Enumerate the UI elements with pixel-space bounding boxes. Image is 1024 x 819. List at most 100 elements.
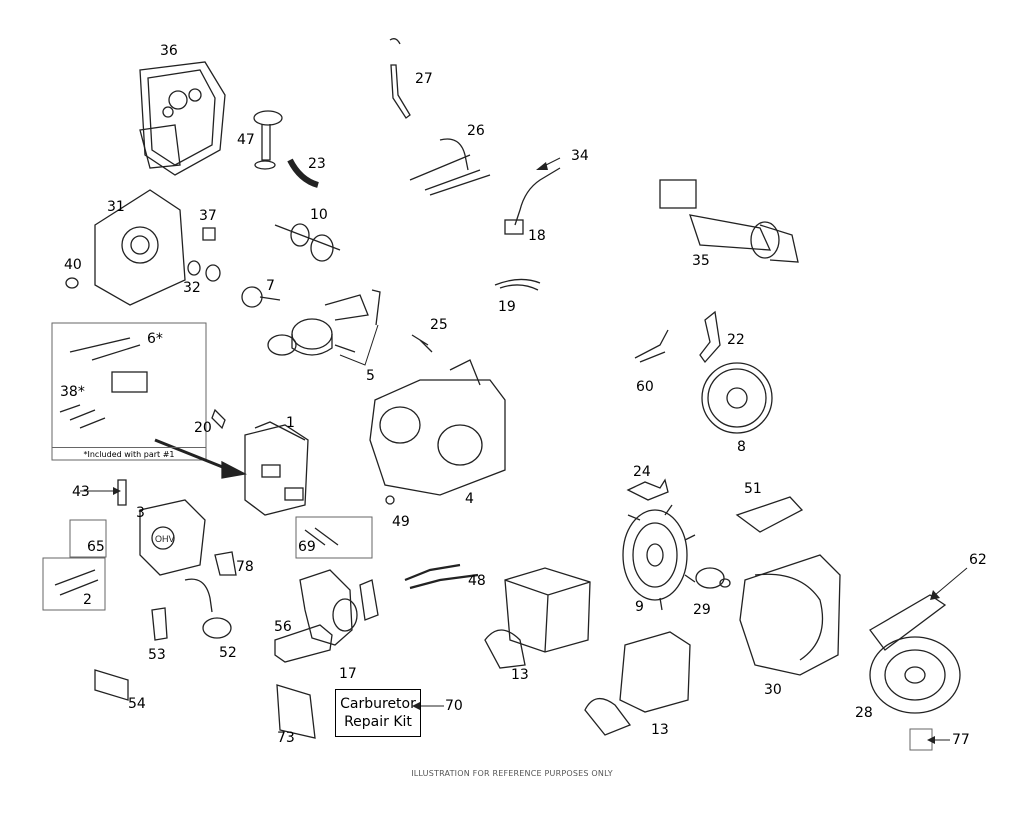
callout-32: 32 bbox=[183, 280, 201, 296]
included-with-part-note: *Included with part #1 bbox=[52, 447, 206, 461]
callout-65: 65 bbox=[87, 539, 105, 555]
bracket-part-24 bbox=[626, 478, 669, 501]
gasket-part-3 bbox=[139, 499, 206, 576]
callout-29: 29 bbox=[693, 602, 711, 618]
callout-10: 10 bbox=[310, 207, 328, 223]
repair-kit-line-1: Carburetor bbox=[340, 696, 416, 712]
callout-24: 24 bbox=[633, 464, 651, 480]
nut-part-49 bbox=[385, 495, 395, 505]
callout-19: 19 bbox=[498, 299, 516, 315]
fan-part-9 bbox=[622, 504, 696, 611]
ignition-part-18 bbox=[504, 167, 561, 235]
valve-parts-part-6 bbox=[59, 337, 148, 429]
starter-part-35 bbox=[659, 179, 799, 263]
engine-block-part-4 bbox=[369, 359, 506, 496]
switch-part-53 bbox=[151, 607, 168, 641]
callout-37: 37 bbox=[199, 208, 217, 224]
ohv-label: OHV bbox=[155, 534, 175, 544]
gear-part-7 bbox=[241, 286, 281, 308]
bracket-part-56 bbox=[274, 624, 333, 663]
callout-25: 25 bbox=[430, 317, 448, 333]
breather-part-52 bbox=[184, 578, 232, 639]
muffler-part-13-upper bbox=[484, 567, 591, 669]
wires-part-60 bbox=[634, 329, 669, 363]
callout-8: 8 bbox=[737, 439, 746, 455]
carburetor-part-17 bbox=[299, 569, 379, 646]
part-78 bbox=[214, 551, 237, 576]
callout-52: 52 bbox=[219, 645, 237, 661]
callout-62: 62 bbox=[969, 552, 987, 568]
repair-kit-line-2: Repair Kit bbox=[344, 714, 412, 730]
spark-plug-part-20 bbox=[211, 408, 226, 430]
part-25 bbox=[411, 334, 433, 353]
carburetor-repair-kit-box: Carburetor Repair Kit bbox=[335, 689, 421, 737]
callout-73: 73 bbox=[277, 730, 295, 746]
callout-60: 60 bbox=[636, 379, 654, 395]
part-box-69 bbox=[295, 516, 373, 559]
muffler-part-13-lower bbox=[584, 631, 691, 736]
callout-22: 22 bbox=[727, 332, 745, 348]
hose-part-23 bbox=[287, 158, 319, 188]
callout-43: 43 bbox=[72, 484, 90, 500]
callout-31: 31 bbox=[107, 199, 125, 215]
callout-1: 1 bbox=[286, 415, 295, 431]
callout-13-lower: 13 bbox=[651, 722, 669, 738]
callout-53: 53 bbox=[148, 647, 166, 663]
callout-38: 38* bbox=[60, 384, 85, 400]
callout-23: 23 bbox=[308, 156, 326, 172]
sensor-part-37 bbox=[202, 227, 216, 241]
callout-17: 17 bbox=[339, 666, 357, 682]
plug-part-40 bbox=[65, 277, 79, 289]
callout-9: 9 bbox=[635, 599, 644, 615]
part-box-2 bbox=[42, 557, 106, 611]
wires-part-19 bbox=[494, 278, 541, 291]
callout-5: 5 bbox=[366, 368, 375, 384]
callout-54: 54 bbox=[128, 696, 146, 712]
reference-disclaimer: ILLUSTRATION FOR REFERENCE PURPOSES ONLY bbox=[411, 769, 613, 778]
included-arrow bbox=[154, 438, 231, 472]
callout-49: 49 bbox=[392, 514, 410, 530]
flywheel-part-8 bbox=[701, 362, 773, 434]
callout-2: 2 bbox=[83, 592, 92, 608]
part-43 bbox=[117, 479, 127, 506]
handle-part-62 bbox=[869, 594, 947, 651]
bearing-part-32 bbox=[187, 260, 221, 282]
valve-kit-box bbox=[51, 322, 207, 461]
part-73 bbox=[276, 684, 316, 739]
callout-7: 7 bbox=[266, 278, 275, 294]
callout-40: 40 bbox=[64, 257, 82, 273]
callout-35: 35 bbox=[692, 253, 710, 269]
callout-48: 48 bbox=[468, 573, 486, 589]
callout-70: 70 bbox=[445, 698, 463, 714]
recoil-starter-part-28 bbox=[869, 594, 961, 714]
gasket-part-36 bbox=[139, 61, 226, 176]
oil-fill-part-47 bbox=[253, 110, 283, 170]
callout-3: 3 bbox=[136, 505, 145, 521]
cylinder-head-part-1 bbox=[244, 421, 309, 516]
bracket-part-22 bbox=[699, 310, 721, 364]
callout-20: 20 bbox=[194, 420, 212, 436]
crankcase-cover-part-31 bbox=[94, 189, 186, 306]
callout-28: 28 bbox=[855, 705, 873, 721]
blower-housing-part-30 bbox=[739, 554, 841, 676]
wires-part-48 bbox=[404, 563, 479, 590]
callout-27: 27 bbox=[415, 71, 433, 87]
callout-18: 18 bbox=[528, 228, 546, 244]
callout-77: 77 bbox=[952, 732, 970, 748]
plate-part-51 bbox=[735, 496, 804, 533]
callout-51: 51 bbox=[744, 481, 762, 497]
callout-78: 78 bbox=[236, 559, 254, 575]
callout-13-upper: 13 bbox=[511, 667, 529, 683]
callout-4: 4 bbox=[465, 491, 474, 507]
part-box-65 bbox=[69, 519, 107, 558]
hub-part-29 bbox=[695, 567, 731, 589]
callout-30: 30 bbox=[764, 682, 782, 698]
callout-47: 47 bbox=[237, 132, 255, 148]
piston-part-5 bbox=[267, 289, 381, 356]
callout-36: 36 bbox=[160, 43, 178, 59]
callout-56: 56 bbox=[274, 619, 292, 635]
crankshaft-part-10 bbox=[274, 223, 341, 262]
leader-lines bbox=[80, 157, 968, 741]
part-54 bbox=[94, 669, 129, 701]
